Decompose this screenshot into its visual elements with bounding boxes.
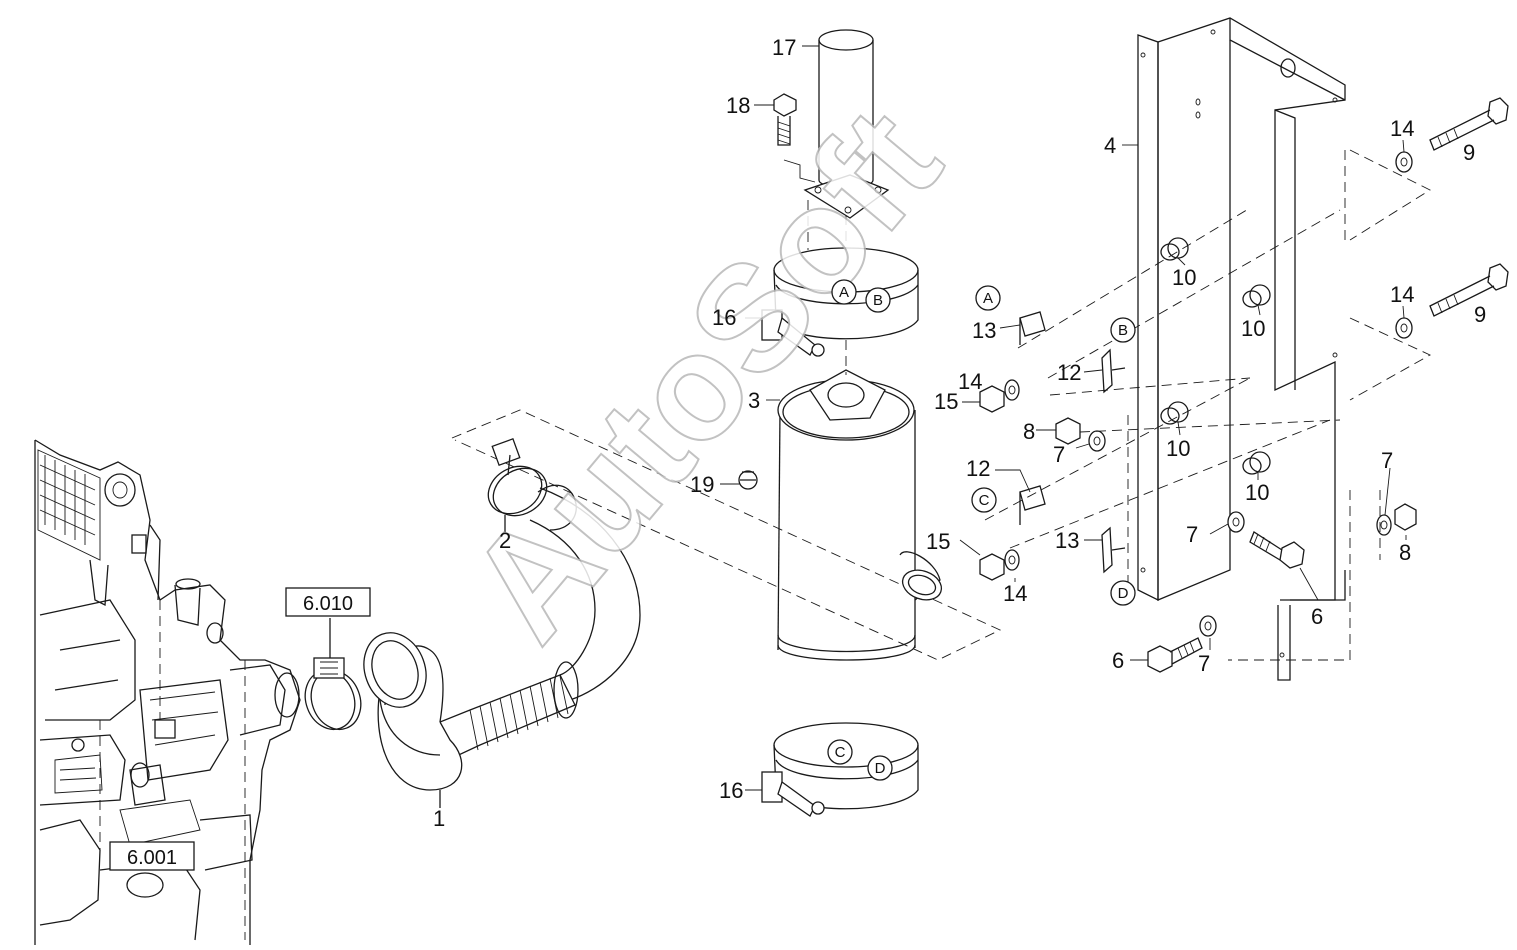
part-label-7: 7 xyxy=(1053,442,1065,467)
reference-box-6010[interactable]: 6.010 xyxy=(285,587,371,617)
marker-c: C xyxy=(835,744,846,761)
marker-b: B xyxy=(1118,322,1128,339)
leader-lines xyxy=(720,45,1407,791)
long-bolts xyxy=(1395,97,1509,339)
part-label-15: 15 xyxy=(934,389,958,414)
part-label-10: 10 xyxy=(1172,265,1196,290)
part-label-7: 7 xyxy=(1198,651,1210,676)
part-label-9: 9 xyxy=(1474,302,1486,327)
hose-clamp-2 xyxy=(487,438,548,532)
part-label-14: 14 xyxy=(1390,116,1414,141)
strap-clamp-upper xyxy=(761,247,919,357)
part-label-14: 14 xyxy=(1390,282,1414,307)
reference-label-6010: 6.010 xyxy=(303,593,353,615)
bolt-18 xyxy=(773,93,816,250)
part-label-19: 19 xyxy=(690,472,714,497)
part-label-12: 12 xyxy=(1057,360,1081,385)
nuts-washers xyxy=(979,379,1417,637)
part-label-16: 16 xyxy=(712,305,736,330)
part-label-3: 3 xyxy=(748,388,760,413)
part-label-8: 8 xyxy=(1399,540,1411,565)
reference-box-6001[interactable]: 6.001 xyxy=(109,841,195,871)
bolts-6 xyxy=(1147,531,1305,673)
part-label-14: 14 xyxy=(958,369,982,394)
hose-clamp-6010 xyxy=(304,618,362,731)
part-label-15: 15 xyxy=(926,529,950,554)
part-label-14: 14 xyxy=(1003,581,1027,606)
part-label-17: 17 xyxy=(772,35,796,60)
exhaust-hose-pipe xyxy=(363,409,1002,808)
part-label-8: 8 xyxy=(1023,419,1035,444)
part-label-12: 12 xyxy=(966,456,990,481)
small-mount-brackets xyxy=(1019,311,1126,574)
marker-c: C xyxy=(979,492,990,509)
marker-b: B xyxy=(873,292,883,309)
part-label-13: 13 xyxy=(972,318,996,343)
assembly-dashed-lines xyxy=(984,149,1431,560)
part-label-9: 9 xyxy=(1463,140,1475,165)
part-label-10: 10 xyxy=(1245,480,1269,505)
marker-d: D xyxy=(875,760,886,777)
part-label-10: 10 xyxy=(1241,316,1265,341)
part-label-7: 7 xyxy=(1381,448,1393,473)
marker-a: A xyxy=(839,284,849,301)
part-label-7: 7 xyxy=(1186,522,1198,547)
part-label-10: 10 xyxy=(1166,436,1190,461)
marker-d: D xyxy=(1118,585,1129,602)
part-number-labels: 1 2 3 4 6 6 7 7 7 7 8 8 9 9 10 10 10 10 … xyxy=(433,35,1486,831)
muffler-body xyxy=(738,369,943,661)
part-label-6: 6 xyxy=(1112,648,1124,673)
strap-clamp-lower xyxy=(761,722,919,817)
part-label-13: 13 xyxy=(1055,528,1079,553)
reference-label-6001: 6.001 xyxy=(127,847,177,869)
part-label-18: 18 xyxy=(726,93,750,118)
exhaust-stack-pipe xyxy=(803,29,890,375)
marker-a: A xyxy=(983,290,993,307)
part-label-2: 2 xyxy=(499,528,511,553)
engine-assembly xyxy=(34,439,301,945)
part-label-1: 1 xyxy=(433,806,445,831)
mounting-bracket xyxy=(1127,17,1351,681)
part-label-4: 4 xyxy=(1104,133,1116,158)
part-label-6: 6 xyxy=(1311,604,1323,629)
circled-markers: A B A B C D C D xyxy=(827,279,1136,781)
watermark-text: AutoSoft xyxy=(436,78,972,671)
part-label-16: 16 xyxy=(719,778,743,803)
